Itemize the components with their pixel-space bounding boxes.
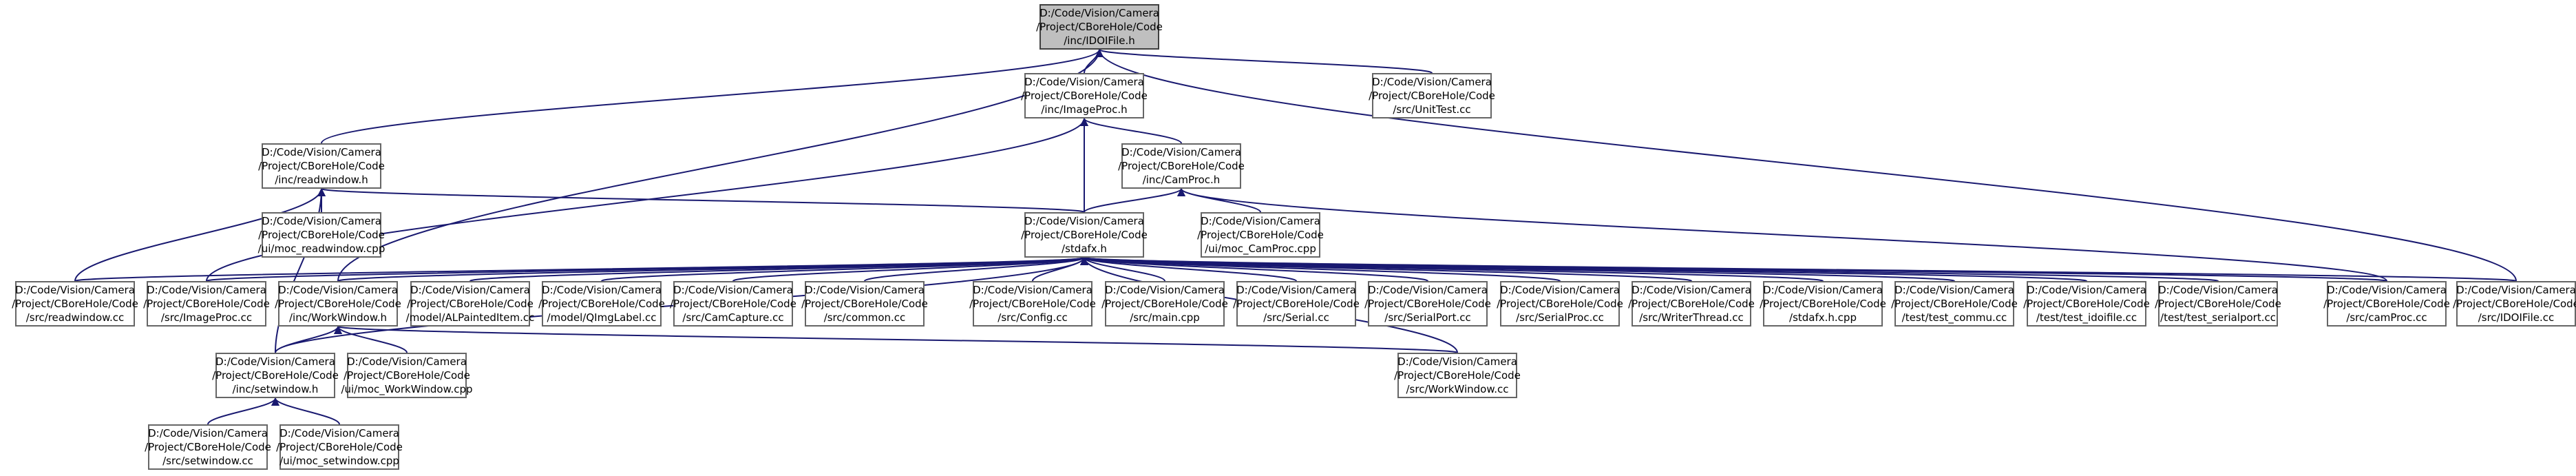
edge-camproc_cc-to-camproc_h xyxy=(1177,188,2387,282)
node-src-config-cc[interactable]: D:/Code/Vision/Camera/Project/CBoreHole/… xyxy=(969,281,1096,327)
edge-test_idoifile-to-stdafx_h xyxy=(1081,257,2087,282)
node-stdafx-h[interactable]: D:/Code/Vision/Camera/Project/CBoreHole/… xyxy=(1021,212,1148,258)
edge-moc_camproc-to-camproc_h xyxy=(1177,188,1261,213)
edge-setwindow_h-to-workwindow_h xyxy=(275,326,342,353)
node-ui-moc-workwindow-cpp[interactable]: D:/Code/Vision/Camera/Project/CBoreHole/… xyxy=(341,353,473,398)
edge-workwindow_h-to-root xyxy=(337,49,1104,282)
edge-idoifile_cc-to-root xyxy=(1095,49,2517,282)
node-test-idoifile-cc[interactable]: D:/Code/Vision/Camera/Project/CBoreHole/… xyxy=(2023,281,2150,327)
edge-setwindow_h-to-readwindow_h xyxy=(275,188,326,353)
edge-unittest_cc-to-root xyxy=(1095,49,1433,74)
node-src-common-cc[interactable]: D:/Code/Vision/Camera/Project/CBoreHole/… xyxy=(801,281,928,327)
node-test-commu-cc[interactable]: D:/Code/Vision/Camera/Project/CBoreHole/… xyxy=(1891,281,2018,327)
edge-stdafx_h-to-readwindow_h xyxy=(318,188,1085,213)
edge-idoifile_cc-to-stdafx_h xyxy=(1081,257,2517,282)
node-ui-moc-setwindow-cpp[interactable]: D:/Code/Vision/Camera/Project/CBoreHole/… xyxy=(276,424,403,470)
edge-moc_setwindow-to-setwindow_h xyxy=(271,397,340,425)
node-src-camcapture-cc[interactable]: D:/Code/Vision/Camera/Project/CBoreHole/… xyxy=(670,281,796,327)
edge-camcapture-to-stdafx_h xyxy=(732,257,1088,282)
edge-camproc_h-to-imageproc_h xyxy=(1080,118,1182,144)
edge-readwindow_h-to-root xyxy=(321,49,1104,144)
node-src-main-cpp[interactable]: D:/Code/Vision/Camera/Project/CBoreHole/… xyxy=(1101,281,1228,327)
node-src-unittest-cc[interactable]: D:/Code/Vision/Camera/Project/CBoreHole/… xyxy=(1369,73,1495,118)
edge-serial_cc-to-stdafx_h xyxy=(1080,257,1297,282)
node-inc-idoifile-h[interactable]: D:/Code/Vision/Camera/Project/CBoreHole/… xyxy=(1036,4,1163,50)
node-stdafx-h-cpp[interactable]: D:/Code/Vision/Camera/Project/CBoreHole/… xyxy=(1760,281,1886,327)
node-src-serialport-cc[interactable]: D:/Code/Vision/Camera/Project/CBoreHole/… xyxy=(1364,281,1491,327)
node-src-writerthread-cc[interactable]: D:/Code/Vision/Camera/Project/CBoreHole/… xyxy=(1628,281,1755,327)
edge-stdafx_h-to-camproc_h xyxy=(1084,188,1185,213)
node-ui-moc-readwindow-cpp[interactable]: D:/Code/Vision/Camera/Project/CBoreHole/… xyxy=(258,212,385,258)
node-test-serialport-cc[interactable]: D:/Code/Vision/Camera/Project/CBoreHole/… xyxy=(2155,281,2281,327)
node-src-idoifile-cc[interactable]: D:/Code/Vision/Camera/Project/CBoreHole/… xyxy=(2453,281,2576,327)
node-inc-setwindow-h[interactable]: D:/Code/Vision/Camera/Project/CBoreHole/… xyxy=(212,353,339,398)
node-inc-readwindow-h[interactable]: D:/Code/Vision/Camera/Project/CBoreHole/… xyxy=(258,143,385,189)
edge-setwindow_cc-to-setwindow_h xyxy=(207,397,279,425)
node-src-readwindow-cc[interactable]: D:/Code/Vision/Camera/Project/CBoreHole/… xyxy=(12,281,138,327)
node-inc-camproc-h[interactable]: D:/Code/Vision/Camera/Project/CBoreHole/… xyxy=(1118,143,1245,189)
edge-workwindow_cc-to-workwindow_h xyxy=(335,326,1458,353)
node-model-alpainteditem-cc[interactable]: D:/Code/Vision/Camera/Project/CBoreHole/… xyxy=(406,281,534,327)
node-src-imageproc-cc[interactable]: D:/Code/Vision/Camera/Project/CBoreHole/… xyxy=(143,281,270,327)
node-src-camproc-cc[interactable]: D:/Code/Vision/Camera/Project/CBoreHole/… xyxy=(2323,281,2450,327)
edge-readwindow_cc-to-stdafx_h xyxy=(74,257,1088,282)
edge-readwindow_cc-to-readwindow_h xyxy=(74,188,326,282)
node-inc-workwindow-h[interactable]: D:/Code/Vision/Camera/Project/CBoreHole/… xyxy=(275,281,401,327)
node-ui-moc-camproc-cpp[interactable]: D:/Code/Vision/Camera/Project/CBoreHole/… xyxy=(1197,212,1324,258)
node-src-setwindow-cc[interactable]: D:/Code/Vision/Camera/Project/CBoreHole/… xyxy=(145,424,271,470)
node-src-workwindow-cc[interactable]: D:/Code/Vision/Camera/Project/CBoreHole/… xyxy=(1394,353,1521,398)
node-inc-imageproc-h[interactable]: D:/Code/Vision/Camera/Project/CBoreHole/… xyxy=(1021,73,1148,118)
node-src-serialproc-cc[interactable]: D:/Code/Vision/Camera/Project/CBoreHole/… xyxy=(1497,281,1623,327)
node-model-qimglabel-cc[interactable]: D:/Code/Vision/Camera/Project/CBoreHole/… xyxy=(538,281,665,327)
edge-common_cc-to-stdafx_h xyxy=(864,257,1088,282)
node-src-serial-cc[interactable]: D:/Code/Vision/Camera/Project/CBoreHole/… xyxy=(1233,281,1360,327)
